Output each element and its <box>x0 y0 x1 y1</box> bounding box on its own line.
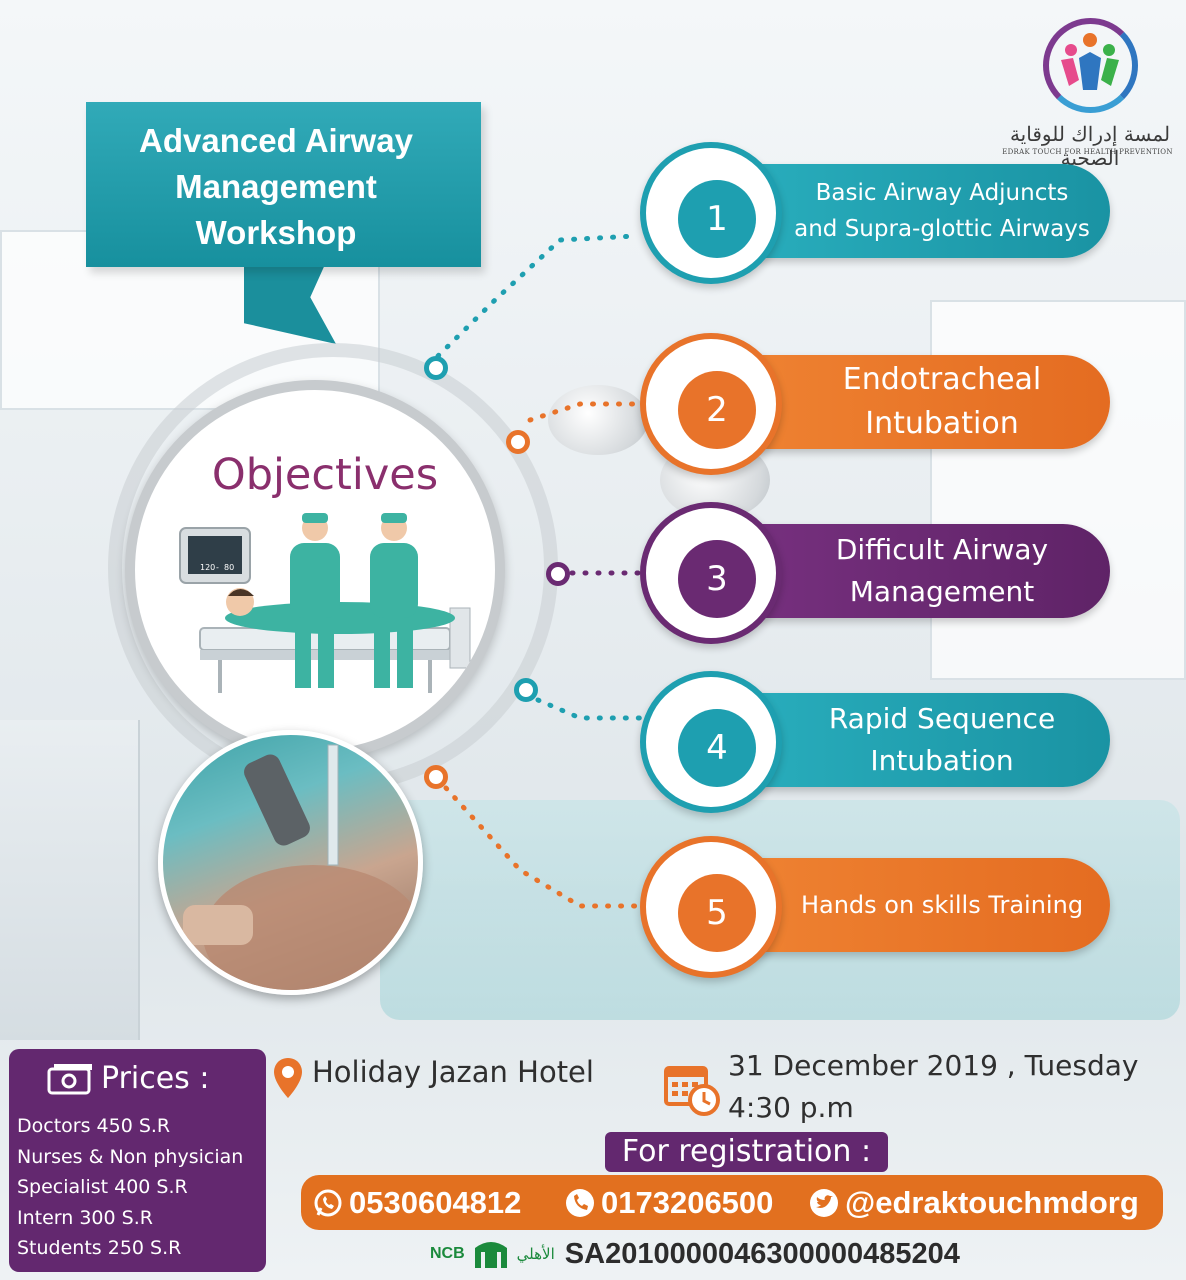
iban-number: SA2010000046300000485204 <box>564 1237 960 1270</box>
hub-dot-5 <box>424 765 448 789</box>
background-cabinet <box>0 720 140 1040</box>
hub-dot-3 <box>546 562 570 586</box>
venue: Holiday Jazan Hotel <box>312 1055 594 1089</box>
logo: لمسة إدراك للوقاية الصحية EDRAK TOUCH FO… <box>1000 18 1175 170</box>
whatsapp-number: 0530604812 <box>349 1185 522 1220</box>
prices-box: Prices : Doctors 450 S.R Nurses & Non ph… <box>9 1049 266 1272</box>
logo-people-icon <box>1061 33 1119 90</box>
objective-2-line2: Intubation <box>865 406 1019 441</box>
objective-text-5: Hands on skills Training <box>778 858 1106 952</box>
objective-bubble-5: 5 <box>640 836 782 978</box>
price-item: Students 250 S.R <box>17 1237 182 1259</box>
title-ribbon <box>86 102 481 267</box>
objective-item-3: 3 Difficult Airway Management <box>640 502 1115 644</box>
logo-arabic-text: لمسة إدراك للوقاية الصحية <box>1009 122 1171 170</box>
whatsapp-icon <box>314 1189 342 1217</box>
logo-english-text: EDRAK TOUCH FOR HEALTH PREVENTION <box>1002 148 1173 156</box>
hub-dot-2 <box>506 430 530 454</box>
hub-dot-4 <box>514 678 538 702</box>
objective-bubble-2: 2 <box>640 333 782 475</box>
money-icon <box>47 1064 92 1095</box>
objective-number-5: 5 <box>678 874 756 952</box>
objectives-circle: Objectives 120 - 80 <box>125 380 505 760</box>
whatsapp-contact[interactable]: 0530604812 <box>313 1185 521 1221</box>
intubation-photo <box>158 730 423 995</box>
objective-number-3: 3 <box>678 540 756 618</box>
bank-name-en: NCB <box>430 1245 465 1262</box>
logo-ring <box>1043 18 1138 113</box>
objective-4-line2: Intubation <box>870 744 1014 777</box>
event-date: 31 December 2019 , Tuesday <box>728 1049 1139 1082</box>
medical-team-illustration: 120 - 80 <box>179 513 471 693</box>
objective-text-3: Difficult Airway Management <box>778 524 1106 618</box>
calendar-clock-icon <box>664 1066 720 1116</box>
monitor-reading-top: 120 <box>200 563 215 572</box>
objective-text-2: Endotracheal Intubation <box>778 355 1106 449</box>
objectives-heading: Objectives <box>211 450 439 500</box>
phone-number: 0173206500 <box>601 1185 774 1220</box>
objective-1-line1: Basic Airway Adjuncts <box>815 180 1069 206</box>
price-item: Specialist 400 S.R <box>17 1176 188 1198</box>
prices-title: Prices : <box>101 1061 210 1096</box>
objective-4-line1: Rapid Sequence <box>828 702 1056 735</box>
title-line-1: Advanced Airway <box>139 122 413 159</box>
surgical-lamp <box>548 385 648 455</box>
objective-5-line1: Hands on skills Training <box>800 891 1084 919</box>
objective-3-line2: Management <box>849 575 1035 608</box>
location-pin-icon <box>274 1058 302 1098</box>
workshop-title: Advanced Airway Management Workshop <box>86 118 466 256</box>
objective-2-line1: Endotracheal <box>842 362 1042 397</box>
twitter-handle: @edraktouchmdorg <box>845 1185 1139 1220</box>
price-item: Doctors 450 S.R <box>17 1115 171 1137</box>
objective-number-4: 4 <box>678 709 756 787</box>
objective-item-4: 4 Rapid Sequence Intubation <box>640 671 1115 813</box>
bank-info: NCB الأهلي SA2010000046300000485204 <box>430 1234 960 1274</box>
hub-dot-1 <box>424 356 448 380</box>
event-date-time: 31 December 2019 , Tuesday 4:30 p.m <box>728 1045 1139 1129</box>
phone-contact[interactable]: 0173206500 <box>565 1185 773 1221</box>
objective-number-1: 1 <box>678 180 756 258</box>
price-item: Intern 300 S.R <box>17 1206 153 1229</box>
price-item: Nurses & Non physician <box>17 1145 244 1168</box>
objective-3-line1: Difficult Airway <box>835 533 1049 566</box>
objective-item-2: 2 Endotracheal Intubation <box>640 333 1115 475</box>
venue-text: Holiday Jazan Hotel <box>312 1055 594 1089</box>
objective-bubble-4: 4 <box>640 671 782 813</box>
objective-item-5: 5 Hands on skills Training <box>640 836 1115 978</box>
objective-text-4: Rapid Sequence Intubation <box>778 693 1106 787</box>
contact-bar: 0530604812 0173206500 @edraktouchmdorg <box>301 1175 1163 1230</box>
event-time: 4:30 p.m <box>728 1091 854 1124</box>
monitor-reading-sep: - <box>216 563 219 572</box>
title-line-3: Workshop <box>195 214 357 251</box>
prices-list: Doctors 450 S.R Nurses & Non physician S… <box>17 1111 243 1264</box>
objective-bubble-1: 1 <box>640 142 782 284</box>
objective-item-1: 1 Basic Airway Adjuncts and Supra-glotti… <box>640 142 1115 284</box>
objective-bubble-3: 3 <box>640 502 782 644</box>
title-line-2: Management <box>175 168 377 205</box>
bank-name-ar: الأهلي <box>516 1245 555 1263</box>
monitor-reading-bottom: 80 <box>224 563 234 572</box>
phone-icon <box>566 1189 594 1217</box>
objective-1-line2: and Supra-glottic Airways <box>794 216 1090 242</box>
twitter-contact[interactable]: @edraktouchmdorg <box>809 1185 1139 1221</box>
objective-text-1: Basic Airway Adjuncts and Supra-glottic … <box>778 164 1106 258</box>
registration-label: For registration : <box>605 1132 888 1172</box>
objective-number-2: 2 <box>678 371 756 449</box>
twitter-icon <box>810 1189 838 1217</box>
laryngoscope-icon <box>183 744 418 990</box>
ncb-logo-icon <box>474 1242 507 1268</box>
